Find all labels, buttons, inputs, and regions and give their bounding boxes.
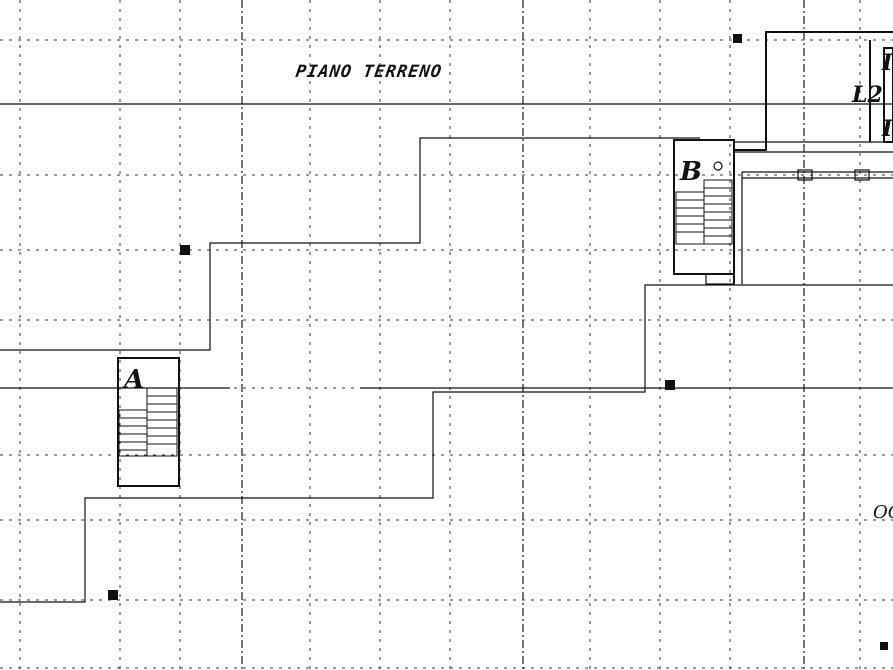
- lower-stepped-boundary: [0, 284, 893, 603]
- upper-stepped-boundary: [0, 137, 700, 351]
- pillar: [180, 245, 190, 255]
- stair-label-a: A: [121, 365, 144, 395]
- right-edge-mark-bottom: I: [881, 116, 893, 142]
- pillar: [665, 380, 675, 390]
- stair-label-b: B: [679, 157, 702, 187]
- pillar: [880, 642, 888, 650]
- stair-block-a: [117, 357, 180, 487]
- pillar: [108, 590, 118, 600]
- right-edge-mark-top: I: [881, 50, 893, 76]
- right-edge-code: L2: [851, 82, 883, 108]
- right-building-block: [733, 31, 893, 284]
- plan-title: PIANO TERRENO: [294, 62, 443, 82]
- margin-text: OC: [873, 502, 893, 523]
- pillar: [733, 34, 742, 43]
